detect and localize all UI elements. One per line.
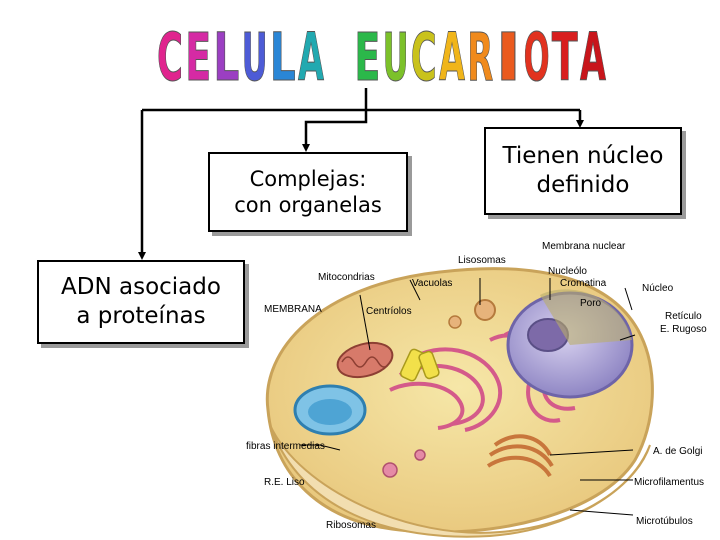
complejas-box: Complejas: con organelas xyxy=(208,152,408,232)
mitochondrion xyxy=(336,341,394,379)
label-ribosomas: Ribosomas xyxy=(326,520,377,531)
label-membrana: MEMBRANA xyxy=(264,304,322,315)
label-reticulo: Retículo xyxy=(665,311,702,322)
lysosome xyxy=(474,299,496,321)
label-golgi: A. de Golgi xyxy=(653,446,703,457)
label-e-rugoso: E. Rugoso xyxy=(660,324,707,335)
label-centriolos: Centríolos xyxy=(366,306,412,317)
title-letter: E xyxy=(354,19,380,96)
vacuole-inner xyxy=(308,399,352,425)
cell-cut-surface xyxy=(269,424,651,538)
cell-illustration xyxy=(265,267,654,538)
nucleo-definido-box: Tienen núcleo definido xyxy=(484,127,682,215)
nucleo-definido-text: Tienen núcleo definido xyxy=(502,143,664,198)
title-letter: R xyxy=(467,19,493,96)
title-letter: A xyxy=(439,19,465,96)
title-letter: T xyxy=(552,19,578,96)
label-membrana-nuclear: Membrana nuclear xyxy=(542,241,626,252)
title-letter: C xyxy=(157,19,183,96)
title-letter: A xyxy=(298,19,324,96)
label-microfilamentos: Microfilamentus xyxy=(634,477,705,488)
title-letter: A xyxy=(580,19,606,96)
title-letter: L xyxy=(270,19,296,96)
label-mitocondrias: Mitocondrias xyxy=(318,272,375,283)
title-letter: O xyxy=(524,19,550,96)
title-letter: E xyxy=(185,19,211,96)
complejas-text: Complejas: con organelas xyxy=(234,166,382,217)
title-letter: L xyxy=(213,19,239,96)
label-cromatina: Cromatina xyxy=(560,278,607,289)
title-letter: U xyxy=(383,19,409,96)
label-re-liso: R.E. Liso xyxy=(264,477,305,488)
label-nucleo: Núcleo xyxy=(642,283,674,294)
arrow-to-complejas xyxy=(302,110,368,152)
title-letter: I xyxy=(495,19,521,96)
adn-text: ADN asociado a proteínas xyxy=(61,274,221,329)
label-lisosomas: Lisosomas xyxy=(458,255,506,266)
centrioles xyxy=(399,348,440,382)
label-vacuolas: Vacuolas xyxy=(412,278,453,289)
nuclear-envelope-cut xyxy=(540,289,632,345)
title-letter: U xyxy=(242,19,268,96)
label-fibras-intermedias: fibras intermedias xyxy=(246,441,325,452)
golgi-apparatus xyxy=(486,434,554,478)
label-poro: Poro xyxy=(580,298,602,309)
label-microtubulos: Microtúbulos xyxy=(636,516,693,527)
label-nucleolo: Nucleólo xyxy=(548,266,587,277)
pointer-lines xyxy=(300,278,636,516)
title-letter: C xyxy=(411,19,437,96)
adn-box: ADN asociado a proteínas xyxy=(37,260,245,344)
